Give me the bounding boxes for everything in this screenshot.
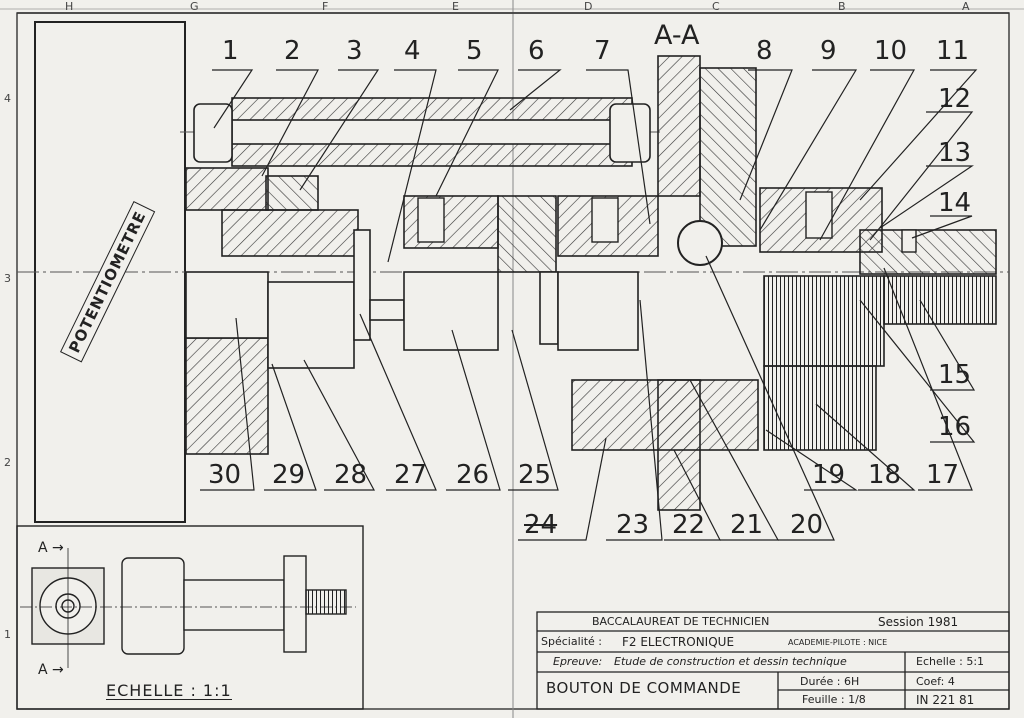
tb-scale: Echelle : 5:1	[916, 655, 985, 668]
grid-col-d: D	[584, 0, 593, 13]
callout-29: 29	[272, 460, 306, 490]
callout-16: 16	[938, 412, 972, 442]
callout-17: 17	[926, 460, 960, 490]
grid-row-1: 1	[4, 628, 11, 641]
callout-15: 15	[938, 360, 972, 390]
callout-30: 30	[208, 460, 242, 490]
callout-27: 27	[394, 460, 428, 490]
callout-18: 18	[868, 460, 902, 490]
grid-col-b: B	[838, 0, 846, 13]
callout-28: 28	[334, 460, 368, 490]
tb-sheet: Feuille : 1/8	[802, 693, 866, 706]
callout-26: 26	[456, 460, 490, 490]
inset-section-mark-bottom: A	[38, 662, 48, 678]
callout-8: 8	[756, 36, 773, 66]
callout-5: 5	[466, 36, 483, 66]
tb-coef: Coef: 4	[916, 675, 955, 688]
callout-24: 24	[524, 510, 558, 540]
callout-2: 2	[284, 36, 301, 66]
inset-section-arrow-top: →	[52, 540, 64, 556]
tb-specialty-label: Spécialité :	[541, 635, 602, 648]
callout-23: 23	[616, 510, 650, 540]
inset-section-arrow-bottom: →	[52, 662, 64, 678]
tb-title: BOUTON DE COMMANDE	[546, 679, 742, 697]
grid-col-g: G	[190, 0, 199, 13]
tb-code: IN 221 81	[916, 693, 975, 707]
callout-19: 19	[812, 460, 846, 490]
callout-4: 4	[404, 36, 421, 66]
callout-21: 21	[730, 510, 764, 540]
tb-academy: ACADEMIE-PILOTE : NICE	[788, 638, 888, 647]
inset-scale-label: ECHELLE : 1:1	[106, 681, 232, 700]
callout-7: 7	[594, 36, 611, 66]
grid-col-f: F	[322, 0, 329, 13]
callout-25: 25	[518, 460, 552, 490]
grid-col-a: A	[962, 0, 970, 13]
callout-9: 9	[820, 36, 837, 66]
callout-10: 10	[874, 36, 908, 66]
callout-13: 13	[938, 138, 972, 168]
screws	[417, 191, 917, 253]
tb-test-label: Epreuve:	[553, 655, 603, 668]
callout-22: 22	[672, 510, 706, 540]
tb-test: Etude de construction et dessin techniqu…	[614, 655, 847, 668]
callout-6: 6	[528, 36, 545, 66]
grid-col-c: C	[712, 0, 720, 13]
inset-view	[16, 525, 364, 710]
grid-row-3: 3	[4, 272, 11, 285]
section-parts	[185, 55, 997, 511]
callout-1: 1	[222, 36, 239, 66]
inset-section-mark-top: A	[38, 540, 48, 556]
grid-row-2: 2	[4, 456, 11, 469]
section-label: A-A	[654, 20, 700, 51]
grid-col-e: E	[452, 0, 459, 13]
grid-col-h: H	[65, 0, 74, 13]
callout-3: 3	[346, 36, 363, 66]
tb-duration: Durée : 6H	[800, 675, 860, 688]
tb-session: Session 1981	[878, 615, 959, 629]
callout-12: 12	[938, 84, 972, 114]
tb-specialty: F2 ELECTRONIQUE	[622, 635, 735, 649]
callout-14: 14	[938, 188, 972, 218]
callout-20: 20	[790, 510, 824, 540]
leader-lines	[200, 69, 978, 541]
tb-exam: BACCALAUREAT DE TECHNICIEN	[592, 615, 770, 628]
callout-11: 11	[936, 36, 970, 66]
grid-row-4: 4	[4, 92, 11, 105]
title-block	[536, 611, 1010, 710]
